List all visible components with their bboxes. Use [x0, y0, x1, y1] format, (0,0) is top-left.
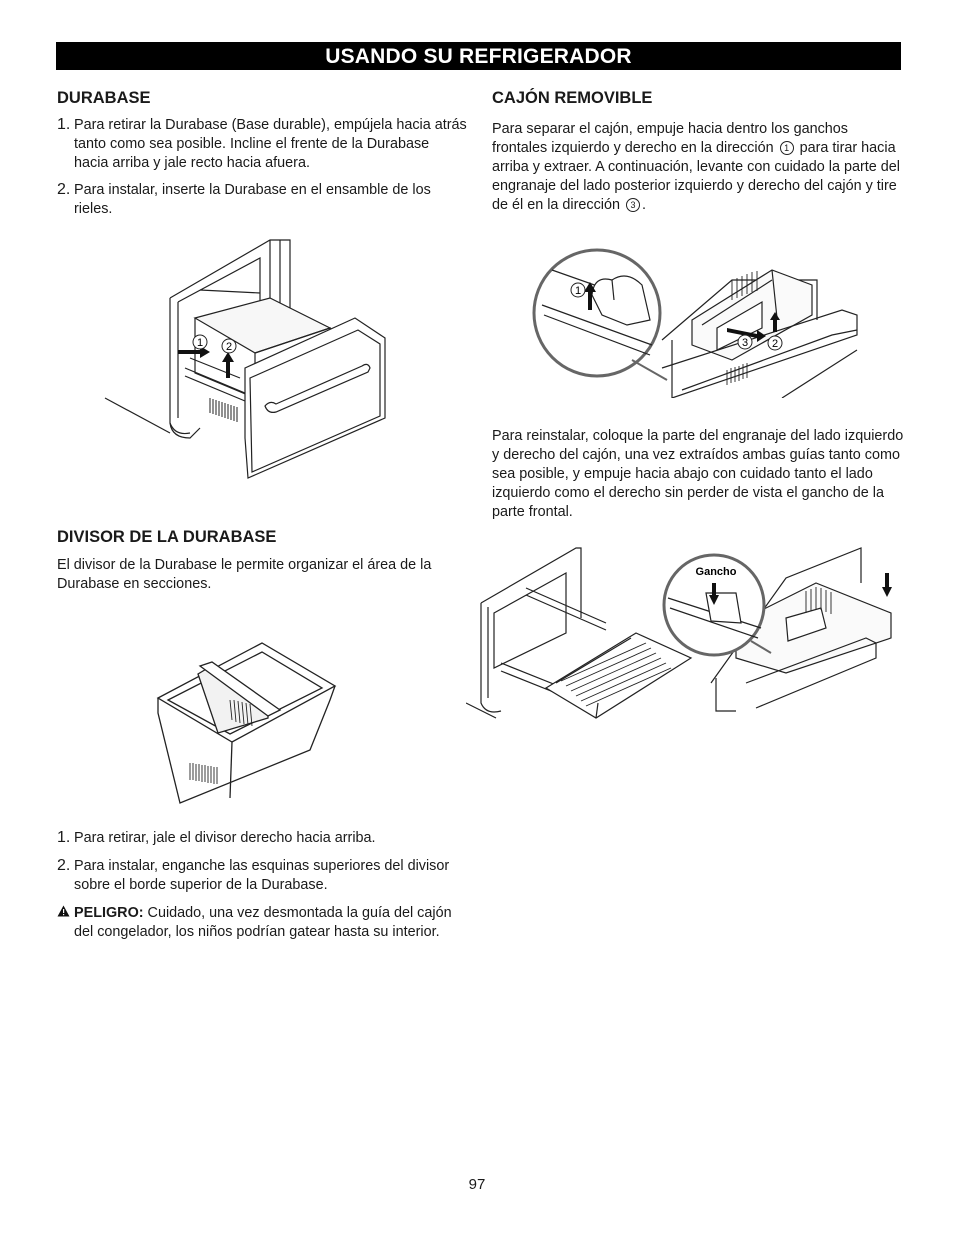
cajon-section: CAJÓN REMOVIBLE Para separar el cajón, e… — [492, 88, 904, 215]
durabase-step-2: 2. Para instalar, inserte la Durabase en… — [57, 181, 467, 219]
divisor-heading: DIVISOR DE LA DURABASE — [57, 528, 277, 546]
divisor-section: DIVISOR DE LA DURABASE El divisor de la … — [57, 527, 467, 594]
step-text: Para retirar, jale el divisor derecho ha… — [74, 830, 376, 846]
marker-1: 1 — [570, 282, 586, 298]
hook-label: Gancho — [696, 566, 737, 578]
divisor-intro: El divisor de la Durabase le permite org… — [57, 557, 432, 592]
svg-text:2: 2 — [772, 338, 778, 350]
durabase-steps: 1. Para retirar la Durabase (Base durabl… — [57, 116, 467, 219]
cajon-heading: CAJÓN REMOVIBLE — [492, 89, 653, 107]
divider-bin-illustration — [156, 642, 337, 804]
svg-text:1: 1 — [197, 337, 203, 349]
marker-3: 3 — [737, 334, 753, 350]
marker-1: 1 — [192, 334, 208, 350]
cajon-para-1: Para separar el cajón, empuje hacia dent… — [492, 121, 900, 213]
warning-text: PELIGRO: Cuidado, una vez desmontada la … — [74, 904, 452, 940]
step-text: Para instalar, enganche las esquinas sup… — [74, 857, 450, 893]
step-number: 1. — [57, 116, 71, 133]
durabase-heading: DURABASE — [57, 89, 151, 107]
marker-3: 3 — [626, 197, 640, 212]
step-text: Para retirar la Durabase (Base durable),… — [74, 117, 467, 171]
step-number: 2. — [57, 856, 71, 874]
drawer-removal-illustration: 1 3 2 — [532, 248, 858, 398]
marker-1: 1 — [779, 140, 794, 155]
cajon-para-2: Para reinstalar, coloque la parte del en… — [492, 428, 904, 520]
warning-label: PELIGRO: — [74, 904, 144, 921]
drawer-reinstall-illustration: Gancho — [466, 547, 892, 719]
section-banner: USANDO SU REFRIGERADOR — [56, 42, 901, 70]
svg-text:3: 3 — [742, 337, 748, 349]
warning-note: PELIGRO: Cuidado, una vez desmontada la … — [57, 904, 467, 942]
svg-text:1: 1 — [575, 285, 581, 297]
durabase-step-1: 1. Para retirar la Durabase (Base durabl… — [57, 116, 467, 173]
divisor-steps: 1. Para retirar, jale el divisor derecho… — [57, 829, 467, 942]
step-number: 1. — [57, 829, 71, 846]
page-number: 97 — [468, 1176, 486, 1193]
marker-2: 2 — [767, 335, 783, 351]
divisor-step-2: 2. Para instalar, enganche las esquinas … — [57, 857, 467, 895]
cajon-reinstall: Para reinstalar, coloque la parte del en… — [492, 427, 904, 522]
step-text: Para instalar, inserte la Durabase en el… — [74, 181, 431, 217]
marker-2: 2 — [221, 338, 237, 354]
step-number: 2. — [57, 180, 71, 198]
warning-icon — [57, 904, 70, 922]
durabase-removal-illustration: 1 2 — [104, 239, 386, 479]
durabase-section: DURABASE 1. Para retirar la Durabase (Ba… — [57, 88, 467, 219]
divisor-step-1: 1. Para retirar, jale el divisor derecho… — [57, 829, 467, 848]
svg-text:2: 2 — [226, 341, 232, 353]
